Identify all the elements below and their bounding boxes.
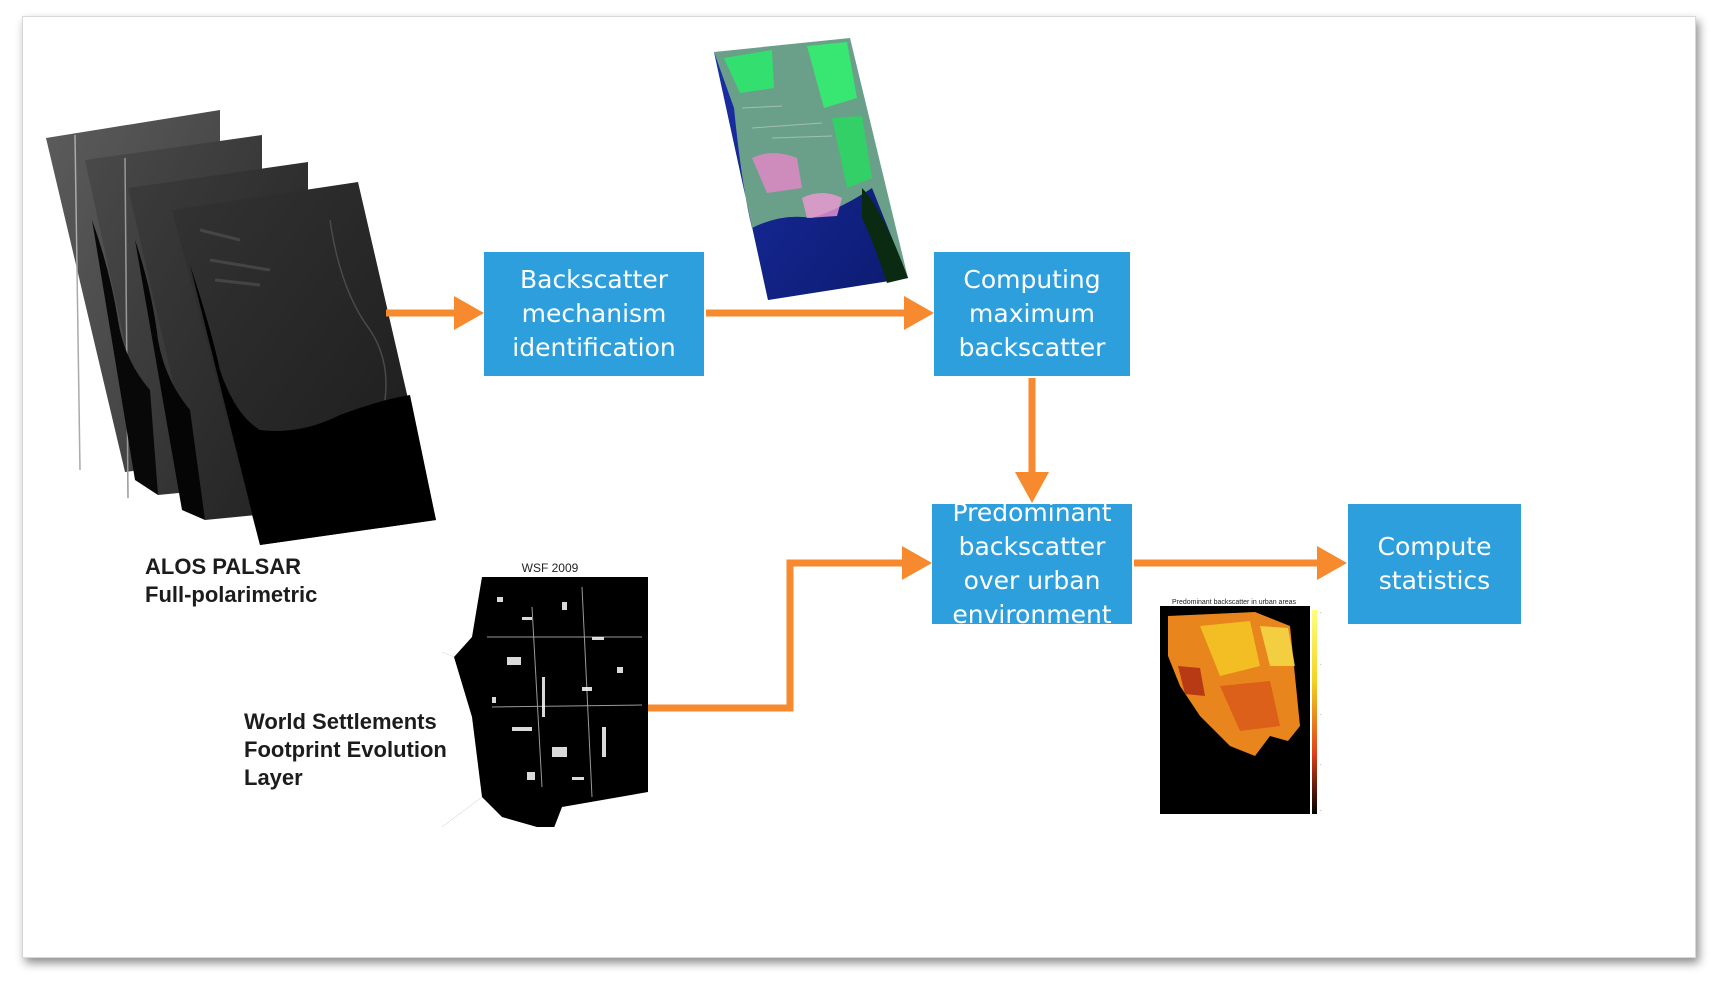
svg-text:-: -: [1320, 610, 1322, 615]
predominant-backscatter-map: - - - - -: [1160, 606, 1322, 814]
compute-statistics-box: Compute statistics: [1348, 504, 1521, 624]
arrowhead-3: [1015, 472, 1049, 503]
svg-text:-: -: [1320, 712, 1322, 717]
wsf-image-title: WSF 2009: [521, 561, 579, 575]
svg-text:-: -: [1320, 762, 1322, 767]
svg-text:-: -: [1320, 662, 1322, 667]
polarimetric-composite-image: [714, 38, 908, 300]
alos-palsar-label: ALOS PALSAR Full-polarimetric: [145, 554, 318, 607]
max-backscatter-box: Computing maximum backscatter: [934, 252, 1130, 376]
wsf-settlement-map: [442, 577, 648, 833]
alos-palsar-image-stack: [46, 110, 436, 545]
backscatter-identification-box: Backscatter mechanism identification: [484, 252, 704, 376]
svg-text:-: -: [1320, 808, 1322, 813]
wsf-label: World Settlements Footprint Evolution La…: [244, 709, 447, 790]
result-image-title: Predominant backscatter in urban areas: [1171, 599, 1297, 606]
arrowhead-2: [904, 296, 934, 330]
arrow-wsf-to-predominant: [648, 559, 908, 712]
arrowhead-4: [902, 546, 932, 580]
arrowhead-1: [454, 296, 484, 330]
arrowhead-5: [1317, 546, 1347, 580]
predominant-backscatter-box: Predominant backscatter over urban envir…: [932, 498, 1132, 629]
